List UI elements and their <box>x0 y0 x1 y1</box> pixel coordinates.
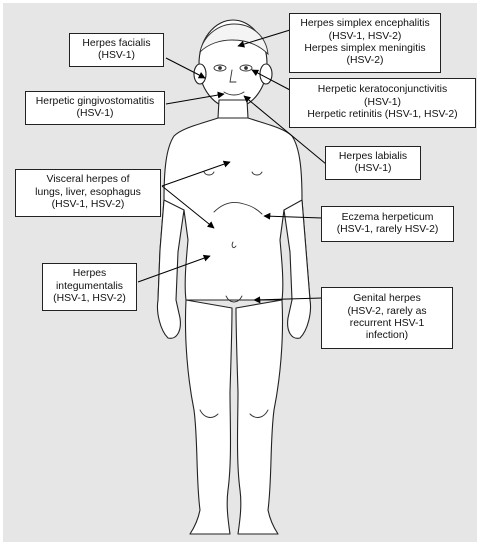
neck <box>218 100 248 118</box>
ear-left <box>194 64 206 84</box>
label-gingivostomatitis: Herpetic gingivostomatitis(HSV-1) <box>25 91 165 125</box>
label-eczema-herpeticum: Eczema herpeticum(HSV-1, rarely HSV-2) <box>321 206 454 242</box>
label-encephalitis-meningitis: Herpes simplex encephalitis(HSV-1, HSV-2… <box>289 13 441 73</box>
arm-right <box>284 200 311 338</box>
label-herpes-labialis: Herpes labialis(HSV-1) <box>325 146 421 180</box>
arm-left <box>157 200 184 338</box>
label-herpes-facialis: Herpes facialis(HSV-1) <box>69 33 164 67</box>
ear-right <box>260 64 272 84</box>
label-keratoconjunctivitis-retinitis: Herpetic keratoconjunctivitis(HSV-1)Herp… <box>289 78 476 128</box>
child-body-outline <box>157 20 310 534</box>
